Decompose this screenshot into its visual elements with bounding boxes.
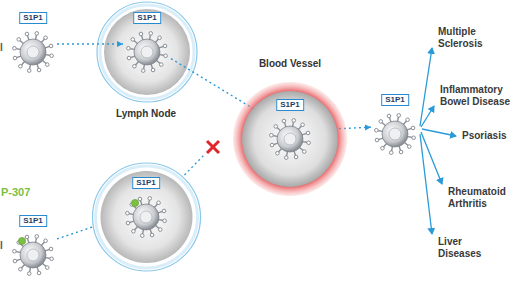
lymph-node-illustration (88, 108, 204, 278)
region-title: Lymph Node (88, 108, 204, 120)
t-cell: S1P1 (122, 177, 170, 241)
receptor-tag: S1P1 (276, 99, 304, 111)
disease-name: Inflammatory Bowel Disease (440, 84, 518, 108)
disease-name: Multiple Sclerosis (438, 26, 502, 50)
t-cell: S1P1 (371, 94, 419, 158)
receptor-tag: S1P1 (19, 12, 47, 24)
receptor-tag: S1P1 (19, 215, 47, 227)
t-cell: S1P1 (266, 99, 314, 163)
drug-dot (131, 199, 138, 206)
receptor-tag: S1P1 (132, 177, 160, 189)
disease-name: Rheumatoid Arthritis (448, 186, 516, 210)
migration-arrow (57, 43, 123, 44)
region-title: Blood Vessel (232, 58, 348, 70)
lymph-node-top (97, 2, 197, 102)
lymph-node: Lymph NodeS1P1 (88, 108, 204, 278)
disease-name: Psoriasis (462, 130, 518, 142)
drug-dot (18, 237, 25, 244)
blood-vessel: Blood VesselS1P1 (232, 58, 348, 198)
cut-text: l (0, 42, 8, 54)
cut-text: l (0, 240, 8, 252)
receptor-tag: S1P1 (381, 94, 409, 106)
t-cell: S1P1 (9, 215, 57, 279)
t-cell: S1P1 (9, 12, 57, 76)
disease-name: Liver Diseases (438, 236, 496, 260)
t-cell: S1P1 (123, 12, 171, 76)
receptor-tag: S1P1 (133, 12, 161, 24)
drug-name: P-307 (1, 186, 41, 199)
